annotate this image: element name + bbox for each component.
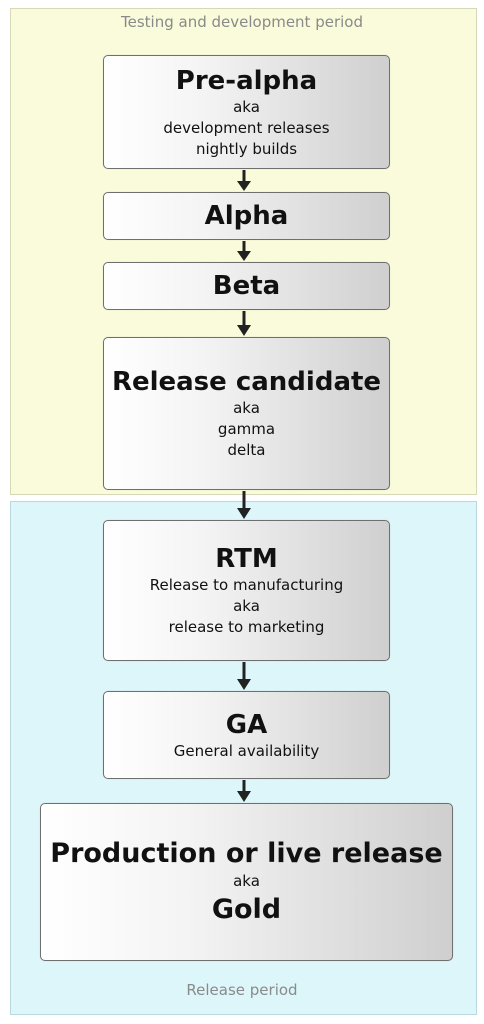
release-period-label: Release period bbox=[186, 981, 298, 999]
stage-production-gold: Gold bbox=[211, 893, 282, 925]
stage-alpha: Alpha bbox=[103, 192, 390, 240]
stage-rtm-aka: aka bbox=[233, 597, 260, 615]
stage-release-candidate: Release candidate aka gamma delta bbox=[103, 337, 390, 490]
stage-production-aka: aka bbox=[233, 871, 260, 890]
stage-pre-alpha-title: Pre-alpha bbox=[175, 65, 318, 96]
stage-rtm-title: RTM bbox=[215, 544, 278, 574]
stage-rtm: RTM Release to manufacturing aka release… bbox=[103, 520, 390, 661]
stage-ga: GA General availability bbox=[103, 691, 390, 779]
stage-pre-alpha: Pre-alpha aka development releases night… bbox=[103, 55, 390, 169]
stage-rtm-expansion: Release to manufacturing bbox=[149, 576, 344, 594]
stage-pre-alpha-aka: aka bbox=[233, 97, 260, 116]
stage-rtm-alt: release to marketing bbox=[168, 618, 325, 636]
stage-pre-alpha-alt-2: nightly builds bbox=[195, 139, 298, 158]
stage-beta: Beta bbox=[103, 262, 390, 310]
stage-release-candidate-alt-2: delta bbox=[227, 441, 266, 459]
stage-release-candidate-aka: aka bbox=[233, 399, 260, 417]
stage-release-candidate-alt-1: gamma bbox=[217, 420, 276, 438]
testing-period-label: Testing and development period bbox=[121, 13, 363, 31]
stage-production-title: Production or live release bbox=[50, 837, 443, 869]
stage-ga-expansion: General availability bbox=[173, 741, 320, 760]
stage-production: Production or live release aka Gold bbox=[40, 803, 453, 961]
stage-pre-alpha-alt-1: development releases bbox=[163, 118, 330, 137]
stage-alpha-title: Alpha bbox=[204, 201, 289, 231]
stage-release-candidate-title: Release candidate bbox=[111, 367, 382, 397]
stage-beta-title: Beta bbox=[212, 271, 281, 301]
stage-ga-title: GA bbox=[225, 709, 268, 740]
